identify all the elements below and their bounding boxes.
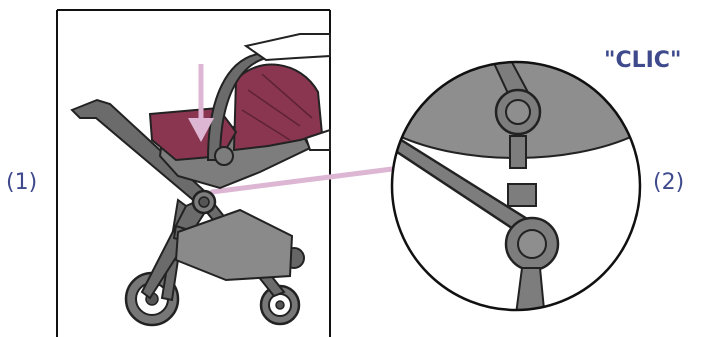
panel-1-frame <box>56 9 331 337</box>
pointer-line <box>209 165 403 195</box>
down-arrow-icon <box>188 64 214 142</box>
stroller-basket <box>174 208 294 282</box>
detail-circle <box>392 62 640 310</box>
step-2-label: (2) <box>653 170 685 195</box>
hands <box>243 33 331 151</box>
step-1-label: (1) <box>6 170 38 195</box>
clic-sound-label: "CLIC" <box>604 48 682 73</box>
car-seat-canopy <box>232 63 324 152</box>
